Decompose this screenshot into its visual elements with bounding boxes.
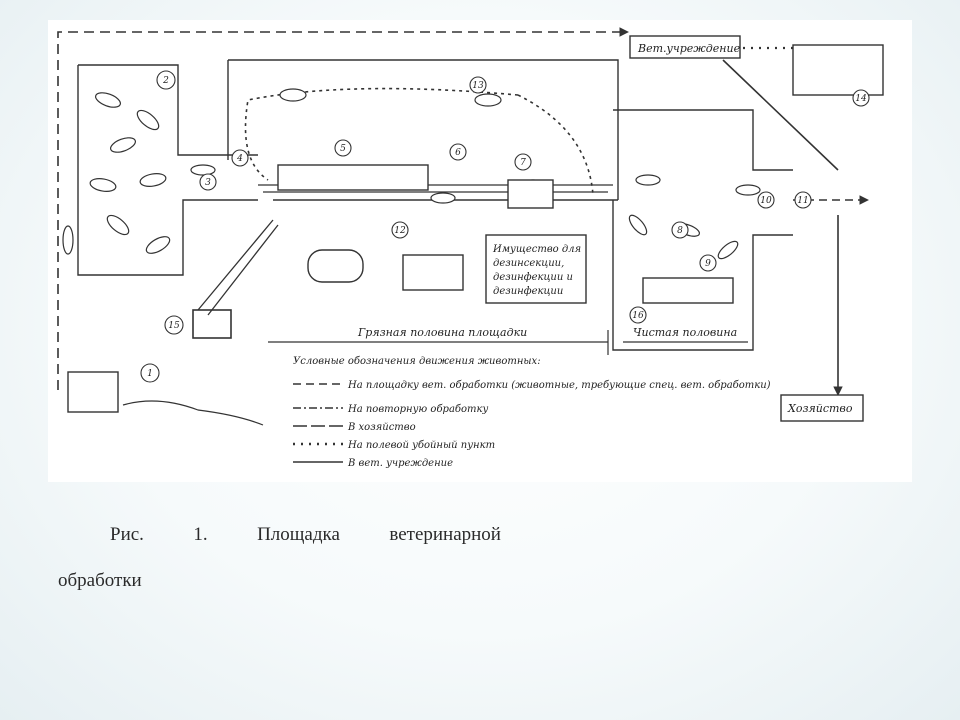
caption-fig-number: 1. xyxy=(193,524,208,545)
caption-word-2: ветеринарной xyxy=(389,524,501,545)
caption-word-1: Площадка xyxy=(257,524,340,545)
marker-2-label: 2 xyxy=(162,76,169,86)
marker-4 xyxy=(231,149,249,167)
household-box xyxy=(780,394,864,422)
marker-7 xyxy=(514,153,532,171)
left-pen-fence xyxy=(77,64,258,276)
marker-8-label: 8 xyxy=(677,226,683,236)
ramp-platform xyxy=(192,309,232,339)
animal-herd-path xyxy=(122,400,264,426)
marker-9-label: 9 xyxy=(705,259,711,269)
vet-institution-box xyxy=(629,35,741,59)
marker-6-label: 6 xyxy=(455,148,461,158)
vet-treatment-site-diagram: Вет.учреждение Хозяйство Имущество для д… xyxy=(48,20,912,482)
marker-16 xyxy=(629,306,647,324)
clean-half-label: Чистая половина xyxy=(633,326,737,339)
ramp xyxy=(197,219,279,316)
marker-8 xyxy=(671,221,689,239)
legend-title: Условные обозначения движения животных: xyxy=(293,356,541,367)
mobile-wagon xyxy=(67,371,119,413)
marker-2 xyxy=(156,70,176,90)
equipment-label-3: дезинфекции и xyxy=(493,272,573,283)
equipment-box xyxy=(485,234,587,304)
marker-14 xyxy=(852,89,870,107)
marker-3-label: 3 xyxy=(205,178,211,188)
marker-12-label: 12 xyxy=(394,226,406,236)
tank-trailer xyxy=(307,249,364,283)
caption-fig-label: Рис. xyxy=(110,524,144,545)
vet-institution-label: Вет.учреждение xyxy=(637,42,741,55)
number-marker-labels: 1 2 3 4 5 6 7 8 9 10 11 12 13 14 15 16 xyxy=(147,76,867,379)
return-arc-right xyxy=(517,94,594,196)
marker-11-label: 11 xyxy=(797,196,808,206)
marker-6 xyxy=(449,143,467,161)
marker-14-label: 14 xyxy=(855,94,867,104)
marker-13-label: 13 xyxy=(472,81,484,91)
figure-caption: Рис. 1. Площадка ветеринарной обработки xyxy=(58,512,510,604)
marker-9 xyxy=(699,254,717,272)
return-arc xyxy=(244,87,519,181)
clean-pen-fence xyxy=(612,109,793,351)
marker-13 xyxy=(469,76,487,94)
legend-item-4: На полевой убойный пункт xyxy=(347,440,495,451)
marker-7-label: 7 xyxy=(520,158,526,168)
halves-divider xyxy=(268,330,748,355)
caption-line-1: Рис. 1. Площадка ветеринарной xyxy=(110,512,501,558)
number-markers xyxy=(140,70,870,383)
caption-line-2: обработки xyxy=(58,570,142,591)
disinfection-truck xyxy=(402,254,464,291)
diagram-svg: Вет.учреждение Хозяйство Имущество для д… xyxy=(57,27,884,469)
marker-1-label: 1 xyxy=(147,369,153,379)
vehicles-group xyxy=(67,44,884,413)
marker-15-label: 15 xyxy=(168,321,180,331)
press-machine xyxy=(507,179,554,209)
marker-1 xyxy=(140,363,160,383)
equipment-label-2: дезинсекции, xyxy=(493,258,564,269)
marker-12 xyxy=(391,221,409,239)
vet-building xyxy=(792,44,884,96)
equipment-label-1: Имущество для xyxy=(492,244,581,255)
legend-item-2: На повторную обработку xyxy=(347,404,488,415)
marker-11 xyxy=(794,191,812,209)
processing-unit xyxy=(642,277,734,304)
legend-item-3: В хозяйство xyxy=(347,422,416,433)
household-label: Хозяйство xyxy=(787,402,853,415)
marker-16-label: 16 xyxy=(632,311,644,321)
treatment-stalls xyxy=(277,164,429,191)
marker-5 xyxy=(334,139,352,157)
legend-item-1: На площадку вет. обработки (животные, тр… xyxy=(347,380,771,391)
marker-3 xyxy=(199,173,217,191)
route-to-vet-line xyxy=(57,27,629,390)
marker-4-label: 4 xyxy=(236,154,243,164)
marker-15 xyxy=(164,315,184,335)
equipment-label-4: дезинфекции xyxy=(493,286,563,297)
legend-item-5: В вет. учреждение xyxy=(347,458,453,469)
marker-10 xyxy=(757,191,775,209)
line-to-vet-building xyxy=(722,59,839,171)
marker-5-label: 5 xyxy=(340,144,346,154)
marker-10-label: 10 xyxy=(760,196,772,206)
dirty-half-label: Грязная половина площадки xyxy=(357,326,527,339)
